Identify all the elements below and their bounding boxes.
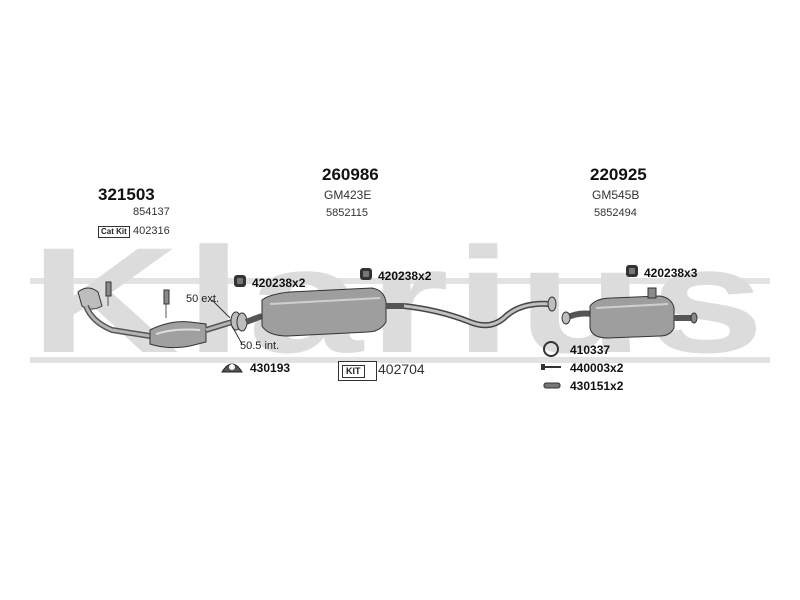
middle-part-number: 260986 [322, 165, 379, 184]
catkit-badge: Cat Kit [98, 226, 130, 238]
rubber-number: 430151x2 [570, 379, 624, 393]
kit-number: 402704 [378, 361, 425, 377]
mount-front-number: 430193 [250, 361, 291, 375]
dimension-leaders [211, 299, 243, 345]
clamp-icon [360, 268, 372, 280]
kit-badge: KIT [338, 361, 377, 381]
watermark-stripes [30, 278, 770, 363]
note-int: 50.5 int. [240, 340, 280, 352]
mount-rubber-icon [221, 363, 243, 373]
bolt-number: 440003x2 [570, 361, 624, 375]
rear-part-code: GM545B [592, 188, 640, 202]
catkit-number: 402316 [133, 225, 170, 237]
middle-silencer [236, 287, 404, 337]
clamp-mid-number: 420238x2 [378, 269, 432, 283]
rear-part-oe: 5852494 [594, 207, 637, 219]
clamp-front-number: 420238x2 [252, 276, 306, 290]
bolt-icon [541, 364, 561, 370]
clamp-rear-number: 420238x3 [644, 266, 698, 280]
front-pipe-catalyst [77, 281, 242, 349]
middle-part-code: GM423E [324, 188, 372, 202]
gasket-number: 410337 [570, 343, 611, 357]
note-ext: 50 ext. [186, 293, 220, 305]
middle-part-oe: 5852115 [326, 207, 369, 219]
front-part-number: 321503 [98, 185, 155, 204]
rear-silencer [561, 287, 698, 339]
kit-badge-label: KIT [342, 365, 365, 378]
intermediate-pipe [403, 296, 557, 329]
clamp-icon [234, 275, 246, 287]
clamp-icon [626, 265, 638, 277]
rubber-hanger-icon [543, 382, 561, 389]
gasket-ring-icon [543, 341, 559, 357]
front-part-ref: 854137 [133, 206, 170, 218]
rear-part-number: 220925 [590, 165, 647, 184]
